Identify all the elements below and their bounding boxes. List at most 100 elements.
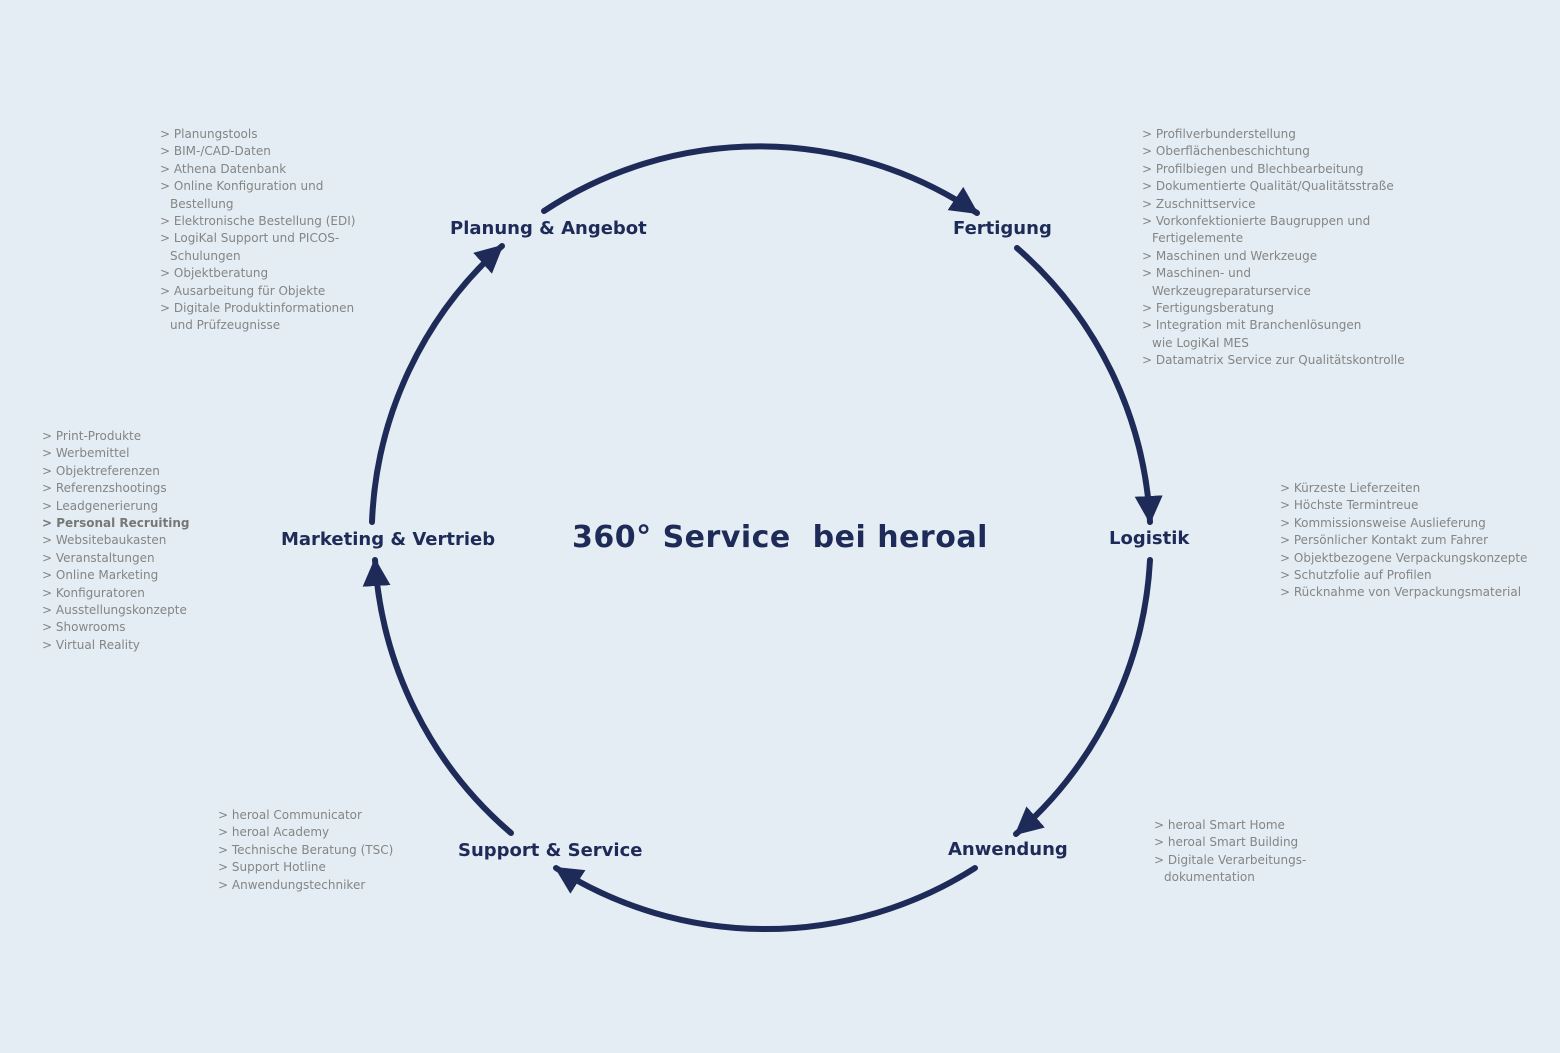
marketing-service-item: Personal Recruiting (42, 515, 189, 532)
marketing-service-item: Veranstaltungen (42, 550, 189, 567)
planung-service-item-text: Elektronische Bestellung (EDI) (173, 214, 356, 229)
fertigung-service-item-text: Maschinen- und (1155, 266, 1251, 281)
fertigung-service-item: Oberflächenbeschichtung (1142, 143, 1405, 160)
marketing-service-item-text: Referenzshootings (55, 481, 167, 496)
support-service-item-text: Technische Beratung (TSC) (231, 842, 394, 857)
support-service-item-text: heroal Communicator (231, 808, 362, 822)
arc-marketing-planung (369, 243, 505, 525)
marketing-service-item-text: Werbemittel (55, 446, 130, 461)
planung-service-item: BIM-/CAD-Daten (160, 143, 355, 160)
fertigung-service-item: Dokumentierte Qualität/Qualitätsstraße (1142, 178, 1405, 195)
fertigung-service-item: Profilverbunderstellung (1142, 126, 1405, 143)
logistik-service-item-text: Persönlicher Kontakt zum Fahrer (1293, 533, 1489, 548)
planung-service-item: Objektberatung (160, 265, 355, 282)
planung-service-list: PlanungstoolsBIM-/CAD-DatenAthena Datenb… (160, 126, 355, 335)
arc-planung-fertigung (541, 143, 980, 216)
planung-service-item: Elektronische Bestellung (EDI) (160, 213, 356, 230)
logistik-service-item: Objektbezogene Verpackungskonzepte (1280, 550, 1528, 567)
support-service-item-text: Support Hotline (231, 860, 326, 875)
support-service-item: Technische Beratung (TSC) (218, 842, 393, 859)
marketing-service-item: Konfiguratoren (42, 585, 189, 602)
diagram-title: 360° Service bei heroal (572, 520, 988, 555)
planung-service-item-text: Ausarbeitung für Objekte (173, 283, 326, 298)
support-service-item: heroal Academy (218, 824, 393, 841)
logistik-service-item: Höchste Termintreue (1280, 497, 1527, 514)
marketing-service-item: Werbemittel (42, 445, 189, 462)
marketing-service-item: Virtual Reality (42, 637, 189, 654)
planung-service-item-text: und Prüfzeugnisse (170, 318, 281, 333)
planung-service-item-text: Schulungen (170, 248, 241, 263)
marketing-service-item-text: Print-Produkte (55, 429, 142, 443)
arc-logistik-anwendung (1013, 557, 1153, 837)
marketing-service-item: Ausstellungskonzepte (42, 602, 189, 619)
anwendung-service-item: Digitale Verarbeitungs-dokumentation (1154, 852, 1306, 887)
fertigung-service-item-text: Profilverbunderstellung (1155, 127, 1296, 141)
anwendung-service-item: heroal Smart Home (1154, 817, 1306, 834)
marketing-service-item-text: Leadgenerierung (55, 498, 159, 513)
arc-anwendung-support (553, 865, 978, 932)
anwendung-service-item-text: Digitale Verarbeitungs- (1167, 852, 1307, 867)
logistik-service-item: Kürzeste Lieferzeiten (1280, 480, 1527, 497)
logistik-service-item-text: Rücknahme von Verpackungsmaterial (1293, 585, 1522, 600)
marketing-service-item: Objektreferenzen (42, 463, 189, 480)
marketing-service-item: Online Marketing (42, 567, 189, 584)
marketing-service-list: Print-ProdukteWerbemittelObjektreferenze… (42, 428, 190, 654)
fertigung-service-item-text: Fertigelemente (1152, 231, 1244, 246)
planung-service-item: Athena Datenbank (160, 161, 355, 178)
planung-service-item-text: BIM-/CAD-Daten (173, 144, 271, 159)
fertigung-service-item-text: Zuschnittservice (1155, 196, 1256, 211)
logistik-service-item: Rücknahme von Verpackungsmaterial (1280, 584, 1527, 601)
support-service-item: Support Hotline (218, 859, 393, 876)
arc-fertigung-logistik (1014, 245, 1163, 525)
logistik-service-list: Kürzeste LieferzeitenHöchste Termintreue… (1280, 480, 1528, 602)
logistik-service-item-text: Kürzeste Lieferzeiten (1293, 481, 1421, 495)
marketing-service-item-text: Online Marketing (55, 568, 159, 583)
fertigung-service-item-text: Fertigungsberatung (1155, 301, 1274, 316)
marketing-service-item-text: Ausstellungskonzepte (55, 603, 187, 618)
logistik-service-item: Kommissionsweise Auslieferung (1280, 515, 1527, 532)
stage-marketing-label: Marketing & Vertrieb (281, 529, 496, 550)
fertigung-service-item: Vorkonfektionierte Baugruppen undFertige… (1142, 213, 1405, 248)
stage-fertigung-label: Fertigung (953, 218, 1052, 239)
support-service-item: Anwendungstechniker (218, 877, 393, 894)
planung-service-item-text: Digitale Produktinformationen (173, 301, 355, 316)
planung-service-item: Planungstools (160, 126, 355, 143)
stage-anwendung-label: Anwendung (948, 839, 1068, 860)
support-service-list: heroal Communicator heroal AcademyTechnis… (218, 807, 393, 894)
marketing-service-item: Referenzshootings (42, 480, 189, 497)
fertigung-service-item: Fertigungsberatung (1142, 300, 1405, 317)
marketing-service-item-text: Websitebaukasten (55, 533, 167, 548)
fertigung-service-item: Zuschnittservice (1142, 196, 1405, 213)
planung-service-item-text: Objektberatung (173, 266, 269, 281)
fertigung-service-item-text: Maschinen und Werkzeuge (1155, 248, 1318, 263)
logistik-service-item-text: Höchste Termintreue (1293, 498, 1419, 513)
planung-service-item-text: Bestellung (170, 196, 234, 211)
fertigung-service-item-text: Integration mit Branchenlösungen (1155, 318, 1362, 333)
marketing-service-item-text: Virtual Reality (55, 637, 140, 652)
fertigung-service-item-text: Profilbiegen und Blechbearbeitung (1155, 161, 1364, 176)
fertigung-service-item-text: Datamatrix Service zur Qualitätskontroll… (1155, 353, 1405, 368)
marketing-service-item: Showrooms (42, 619, 189, 636)
fertigung-service-item-text: wie LogiKal MES (1152, 335, 1249, 350)
planung-service-item: Ausarbeitung für Objekte (160, 283, 355, 300)
planung-service-item: LogiKal Support und PICOS-Schulungen (160, 230, 355, 265)
marketing-service-item-text: Veranstaltungen (55, 550, 155, 565)
fertigung-service-item: Profilbiegen und Blechbearbeitung (1142, 161, 1405, 178)
logistik-service-item-text: Schutzfolie auf Profilen (1293, 568, 1432, 583)
arc-support-marketing (362, 557, 514, 836)
anwendung-service-item-text: heroal Smart Building (1167, 835, 1299, 850)
fertigung-service-item: Maschinen und Werkzeuge (1142, 248, 1405, 265)
stage-logistik-label: Logistik (1109, 528, 1190, 549)
fertigung-service-item-text: Werkzeugreparaturservice (1152, 283, 1311, 298)
anwendung-service-item-text: dokumentation (1164, 870, 1255, 885)
anwendung-service-list: heroal Smart Homeheroal Smart BuildingDi… (1154, 817, 1306, 887)
planung-service-item-text: Online Konfiguration und (173, 179, 324, 194)
marketing-service-item-text: Konfiguratoren (55, 585, 145, 600)
marketing-service-item: Leadgenerierung (42, 498, 189, 515)
fertigung-service-item: Integration mit Branchenlösungen wie Logi… (1142, 317, 1405, 352)
support-service-item-text: heroal Academy (231, 825, 330, 840)
logistik-service-item-text: Kommissionsweise Auslieferung (1293, 515, 1486, 530)
